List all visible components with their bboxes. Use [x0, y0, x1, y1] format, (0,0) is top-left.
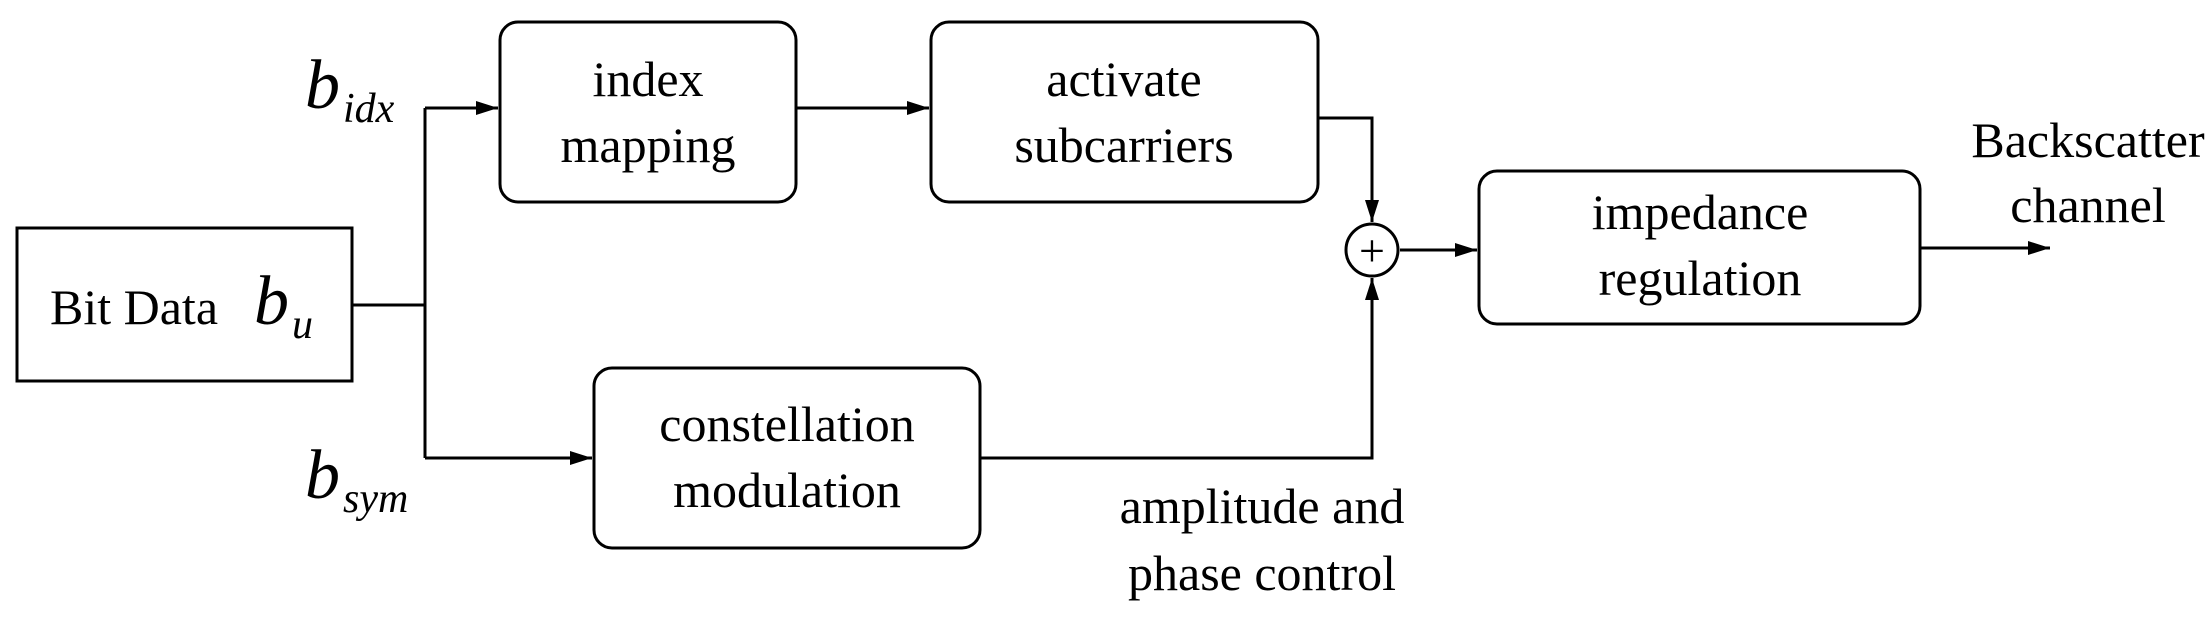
arrow-constellation-to-sum	[980, 278, 1379, 460]
summing-junction: +	[1344, 222, 1400, 278]
amplitude-phase-line2: phase control	[1128, 545, 1396, 601]
arrow-activate-to-sum	[1318, 116, 1379, 222]
b-sym-symbol: b	[305, 437, 340, 514]
b-sym-label: b sym	[305, 437, 408, 522]
backscatter-line2: channel	[2010, 177, 2165, 233]
b-idx-label: b idx	[305, 47, 395, 132]
b-sym-subscript: sym	[343, 476, 408, 522]
activate-subcarriers-line1: activate	[1046, 51, 1201, 107]
bit-data-block: Bit Data b u	[15, 226, 354, 383]
backscatter-line1: Backscatter	[1971, 112, 2205, 168]
bit-data-symbol: b	[254, 263, 289, 340]
backscatter-channel-label: Backscatter channel	[1971, 112, 2205, 233]
constellation-modulation-line1: constellation	[659, 396, 915, 452]
b-idx-symbol: b	[305, 47, 340, 124]
index-mapping-line1: index	[592, 51, 703, 107]
summing-plus-symbol: +	[1359, 225, 1385, 276]
activate-subcarriers-block: activate subcarriers	[929, 20, 1320, 204]
impedance-regulation-line1: impedance	[1592, 184, 1809, 240]
impedance-regulation-block: impedance regulation	[1477, 169, 1922, 326]
amplitude-phase-line1: amplitude and	[1120, 478, 1405, 534]
amplitude-phase-label: amplitude and phase control	[1120, 478, 1405, 601]
impedance-regulation-line2: regulation	[1599, 250, 1802, 306]
index-mapping-line2: mapping	[561, 117, 736, 173]
bit-data-subscript: u	[292, 302, 313, 348]
connectors	[352, 101, 2050, 465]
constellation-modulation-line2: modulation	[673, 462, 901, 518]
activate-subcarriers-line2: subcarriers	[1014, 117, 1233, 173]
constellation-modulation-block: constellation modulation	[592, 366, 982, 550]
index-mapping-block: index mapping	[498, 20, 798, 204]
b-idx-subscript: idx	[343, 86, 395, 132]
bit-data-label: Bit Data	[50, 279, 218, 335]
